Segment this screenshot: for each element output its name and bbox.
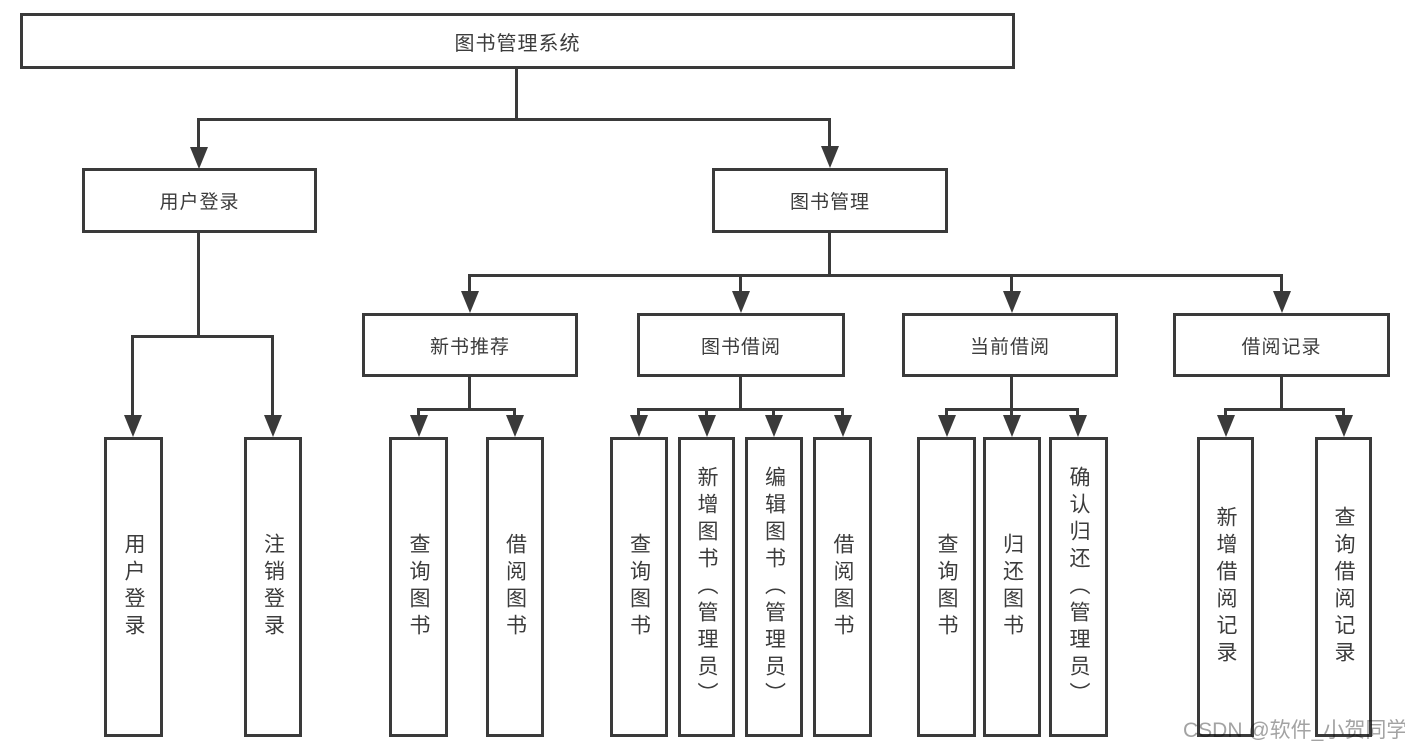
connector-line xyxy=(1280,274,1283,294)
node-book-management: 图书管理 xyxy=(712,168,948,233)
connector-line xyxy=(1342,408,1345,420)
arrow-down-icon xyxy=(630,415,648,437)
connector-line xyxy=(705,408,708,420)
connector-line xyxy=(1076,408,1079,420)
connector-line xyxy=(197,118,831,121)
connector-line xyxy=(417,408,420,420)
connector-line xyxy=(637,408,844,411)
connector-line xyxy=(1010,408,1013,420)
arrow-down-icon xyxy=(190,147,208,169)
arrow-down-icon xyxy=(461,291,479,313)
arrow-down-icon xyxy=(1003,291,1021,313)
arrow-down-icon xyxy=(264,415,282,437)
node-book-borrow: 图书借阅 xyxy=(637,313,845,377)
leaf-borrow-books-recommend: 借阅图书 xyxy=(486,437,544,737)
csdn-watermark: CSDN @软件_小贺同学 xyxy=(1183,719,1405,742)
connector-line xyxy=(469,274,1283,277)
arrow-down-icon xyxy=(765,415,783,437)
connector-line xyxy=(1224,408,1227,420)
arrow-down-icon xyxy=(1335,415,1353,437)
connector-line xyxy=(739,274,742,294)
connector-line xyxy=(197,233,200,338)
connector-line xyxy=(1010,377,1013,411)
connector-line xyxy=(772,408,775,420)
arrow-down-icon xyxy=(410,415,428,437)
leaf-borrow-books: 借阅图书 xyxy=(813,437,872,737)
connector-line xyxy=(1280,377,1283,411)
connector-line xyxy=(515,69,518,121)
node-library-system: 图书管理系统 xyxy=(20,13,1015,69)
leaf-query-books-borrow: 查询图书 xyxy=(610,437,668,737)
connector-line xyxy=(417,408,516,411)
arrow-down-icon xyxy=(1003,415,1021,437)
connector-line xyxy=(131,335,134,419)
leaf-add-borrow-record: 新增借阅记录 xyxy=(1197,437,1254,737)
leaf-confirm-return-admin: 确认归还（管理员） xyxy=(1049,437,1108,737)
connector-line xyxy=(513,408,516,420)
arrow-down-icon xyxy=(938,415,956,437)
node-new-book-recommend: 新书推荐 xyxy=(362,313,578,377)
leaf-logout: 注销登录 xyxy=(244,437,302,737)
leaf-add-book-admin: 新增图书（管理员） xyxy=(678,437,735,737)
leaf-edit-book-admin: 编辑图书（管理员） xyxy=(745,437,803,737)
arrow-down-icon xyxy=(124,415,142,437)
connector-line xyxy=(637,408,640,420)
leaf-query-borrow-record: 查询借阅记录 xyxy=(1315,437,1372,737)
leaf-query-books-recommend: 查询图书 xyxy=(389,437,448,737)
arrow-down-icon xyxy=(506,415,524,437)
connector-line xyxy=(841,408,844,420)
connector-line xyxy=(197,118,200,150)
leaf-user-login: 用户登录 xyxy=(104,437,163,737)
connector-line xyxy=(468,377,471,411)
leaf-return-book: 归还图书 xyxy=(983,437,1041,737)
leaf-query-books-current: 查询图书 xyxy=(917,437,976,737)
arrow-down-icon xyxy=(732,291,750,313)
arrow-down-icon xyxy=(1273,291,1291,313)
connector-line xyxy=(945,408,948,420)
arrow-down-icon xyxy=(698,415,716,437)
node-user-login: 用户登录 xyxy=(82,168,317,233)
connector-line xyxy=(1224,408,1344,411)
connector-line xyxy=(828,233,831,277)
connector-line xyxy=(1010,274,1013,294)
node-current-borrow: 当前借阅 xyxy=(902,313,1118,377)
arrow-down-icon xyxy=(821,146,839,168)
connector-line xyxy=(131,335,274,338)
arrow-down-icon xyxy=(834,415,852,437)
node-borrow-records: 借阅记录 xyxy=(1173,313,1390,377)
connector-line xyxy=(271,335,274,419)
arrow-down-icon xyxy=(1069,415,1087,437)
connector-line xyxy=(468,274,471,294)
connector-line xyxy=(739,377,742,411)
connector-line xyxy=(828,118,831,149)
arrow-down-icon xyxy=(1217,415,1235,437)
